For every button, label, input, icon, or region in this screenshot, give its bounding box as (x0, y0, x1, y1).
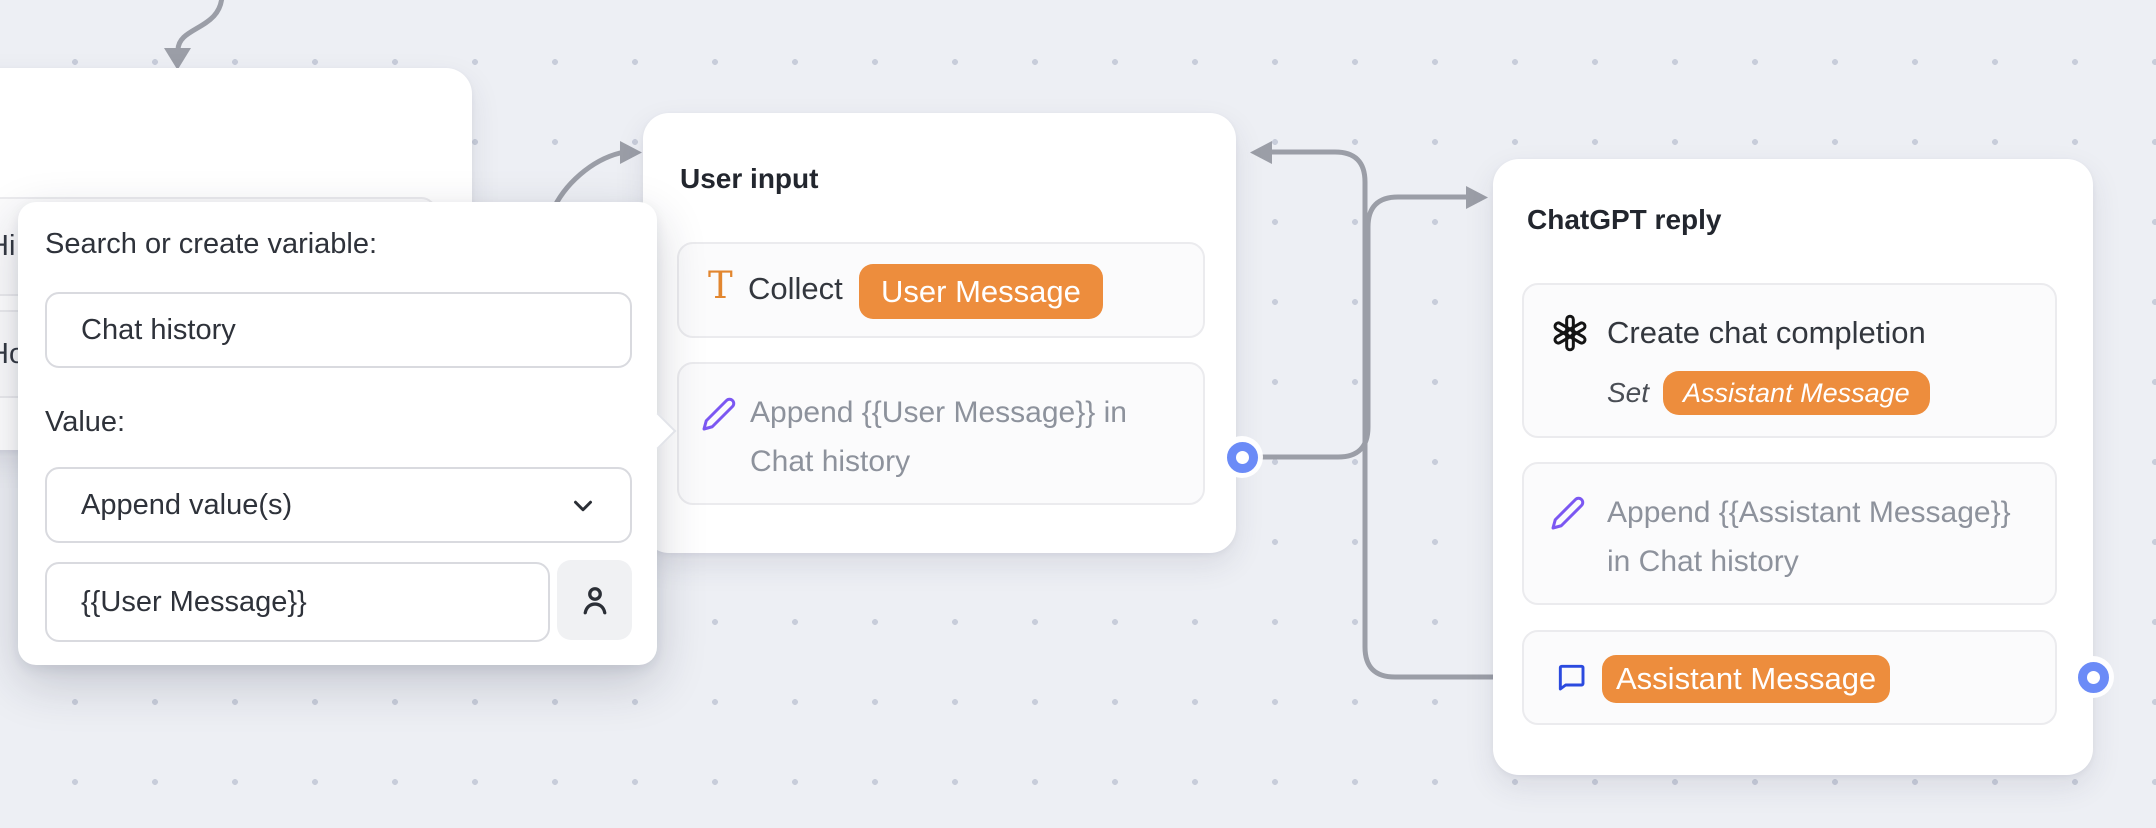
value-label: Value: (45, 406, 126, 438)
user-input-node[interactable]: User input T Collect User Message Append… (643, 113, 1263, 553)
node-title: User input (680, 163, 819, 194)
edge-chatgpt-to-user-input (1269, 149, 1503, 680)
arrowhead-right-icon (1466, 186, 1488, 209)
user-message-badge[interactable]: User Message (859, 264, 1103, 319)
operation-select-value: Append value(s) (81, 488, 293, 521)
edge-into-start-node (175, 0, 224, 53)
assistant-message-badge[interactable]: Assistant Message (1663, 371, 1930, 415)
chat-completion-row[interactable]: Create chat completion Set Assistant Mes… (1522, 283, 2057, 438)
variable-label: Search or create variable: (45, 228, 378, 260)
pencil-icon (1550, 495, 1586, 531)
openai-icon (1551, 314, 1589, 352)
chatgpt-reply-node[interactable]: ChatGPT reply Create chat completion Set… (1493, 159, 2114, 775)
operation-select[interactable]: Append value(s) (45, 467, 632, 543)
value-input[interactable] (45, 562, 550, 642)
person-icon (577, 582, 613, 618)
edge-user-input-to-chatgpt (1255, 194, 1469, 460)
set-label: Set (1607, 377, 1650, 408)
text-T-icon: T (708, 264, 733, 307)
output-port[interactable] (1221, 436, 1263, 478)
arrowhead-right-icon (620, 141, 642, 164)
set-variable-line: Set Assistant Message (1607, 371, 1930, 415)
variable-popup: Search or create variable: Value: Append… (18, 202, 677, 665)
node-title: ChatGPT reply (1527, 204, 1722, 235)
assistant-message-badge[interactable]: Assistant Message (1602, 655, 1891, 703)
completion-label: Create chat completion (1607, 315, 1926, 350)
arrowhead-left-icon (1250, 141, 1272, 164)
send-message-row[interactable]: Assistant Message (1522, 630, 2057, 725)
variable-picker-button[interactable] (557, 560, 632, 640)
collect-label: Collect (748, 271, 843, 306)
arrowhead-down-icon (164, 48, 191, 70)
output-port[interactable] (2072, 656, 2114, 698)
variable-search-input[interactable] (45, 292, 632, 368)
append-text: Append {{User Message}} in Chat history (750, 396, 1127, 478)
append-row[interactable]: Append {{User Message}} in Chat history (677, 362, 1205, 505)
pencil-icon (701, 396, 737, 432)
collect-row[interactable]: T Collect User Message (677, 242, 1205, 338)
append-text: Append {{Assistant Message}} in Chat his… (1607, 496, 2011, 578)
append-row[interactable]: Append {{Assistant Message}} in Chat his… (1522, 462, 2057, 605)
chevron-down-icon (568, 491, 598, 521)
start-row-text: Hi (0, 230, 16, 262)
chat-bubble-icon (1555, 661, 1587, 693)
